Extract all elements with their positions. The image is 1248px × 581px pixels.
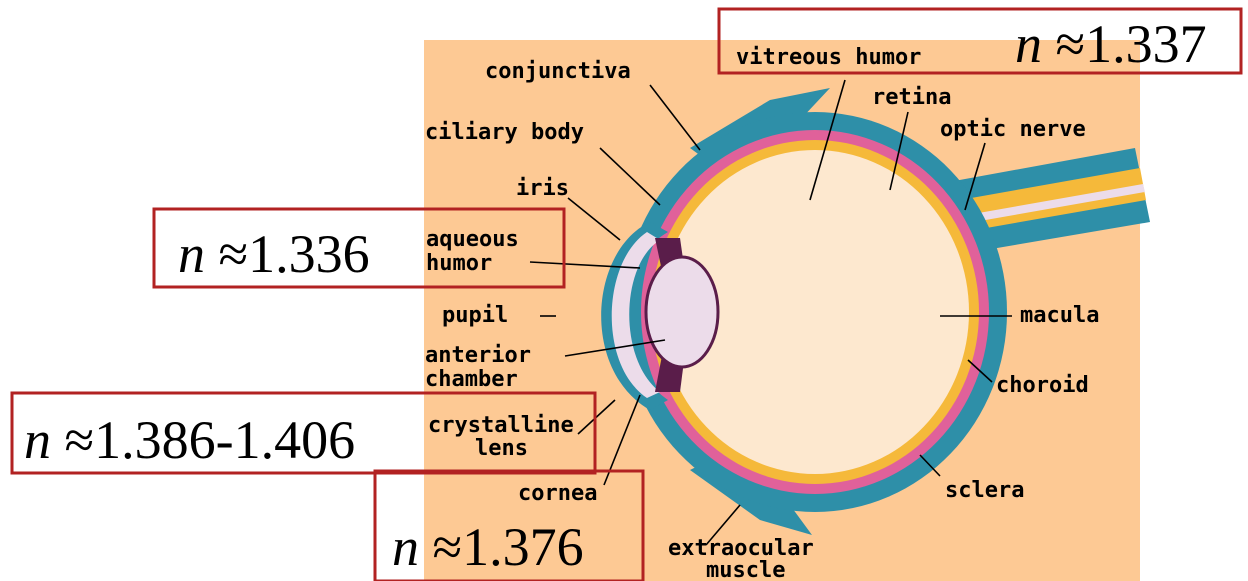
label-crystalline-lens-1: crystalline [428,413,574,438]
label-aqueous-humor-2: humor [426,251,492,276]
label-anterior-chamber-2: chamber [425,367,518,392]
index-approx: ≈ [51,410,94,470]
index-symbol: n [1015,14,1042,74]
label-sclera: sclera [945,478,1024,503]
index-approx: ≈ [419,517,462,577]
svg-text:n ≈1.386-1.406: n ≈1.386-1.406 [24,410,355,470]
label-cornea: cornea [518,481,597,506]
index-symbol: n [392,517,419,577]
label-retina: retina [872,85,951,110]
index-symbol: n [178,224,205,284]
label-ciliary-body: ciliary body [425,120,584,145]
index-approx: ≈ [1042,14,1085,74]
index-lens-value: 1.386-1.406 [94,410,355,470]
label-conjunctiva: conjunctiva [485,59,631,84]
label-anterior-chamber-1: anterior [425,343,531,368]
label-iris: iris [516,176,569,201]
label-aqueous-humor-1: aqueous [426,227,519,252]
label-optic-nerve: optic nerve [940,117,1086,142]
index-symbol: n [24,410,51,470]
index-approx: ≈ [205,224,248,284]
label-crystalline-lens-2: lens [475,436,528,461]
svg-text:n ≈1.337: n ≈1.337 [1015,14,1207,74]
label-choroid: choroid [996,373,1089,398]
svg-text:n ≈1.376: n ≈1.376 [392,517,584,577]
label-pupil: pupil [442,303,508,328]
lens-shape [646,257,718,367]
label-extraocular-muscle-2: muscle [706,558,785,581]
svg-text:n ≈1.336: n ≈1.336 [178,224,370,284]
index-cornea-value: 1.376 [462,517,584,577]
label-macula: macula [1020,303,1099,328]
index-aqueous-value: 1.336 [248,224,370,284]
index-vitreous-value: 1.337 [1085,14,1207,74]
label-vitreous-humor: vitreous humor [736,45,921,70]
